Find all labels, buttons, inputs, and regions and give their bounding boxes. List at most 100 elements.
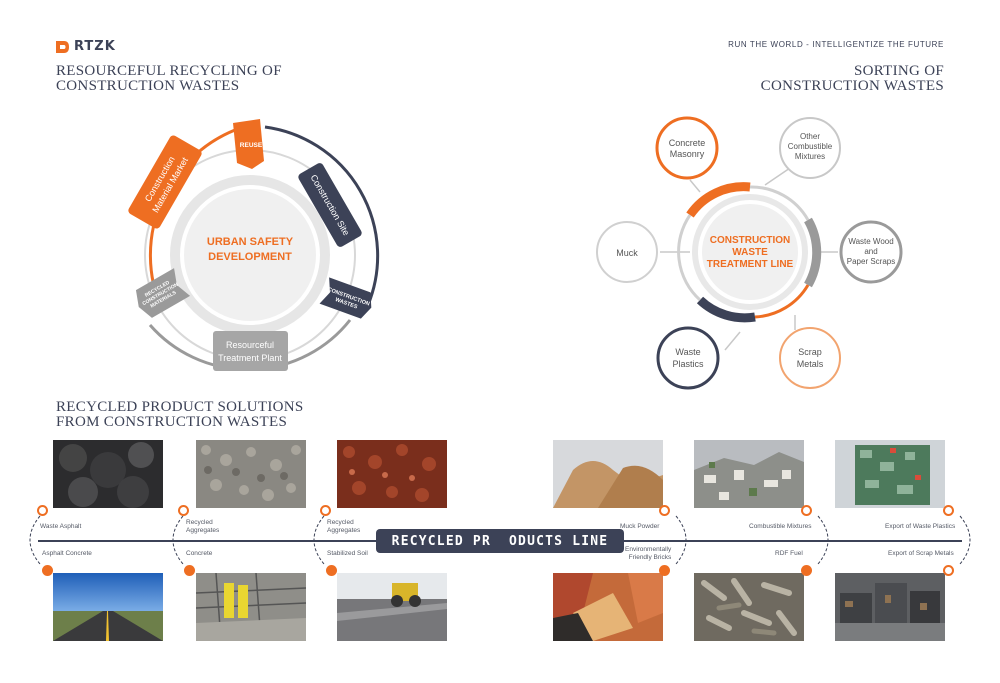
- combustible-line2: Combustible: [788, 142, 833, 151]
- label-bricks-line1: Environmentally: [625, 546, 672, 553]
- title-recycling-line2: CONSTRUCTION WASTES: [56, 78, 240, 94]
- sorting-diagram: CONSTRUCTION WASTE TREATMENT LINE Concre…: [596, 116, 903, 390]
- photo-bricks: [553, 573, 663, 641]
- label-export-plastics: Export of Waste Plastics: [885, 523, 956, 530]
- label-recycled-aggregates-2-line2: Aggregates: [327, 526, 361, 534]
- asphalt-road-image: [53, 573, 163, 641]
- recycled-arrow: RECYCLED CONSTRUCTION MATERIALS: [135, 268, 191, 318]
- recycling-cycle-diagram: URBAN SAFETY DEVELOPMENT Construction Ma…: [128, 119, 380, 371]
- concrete-line1: Concrete: [669, 138, 706, 148]
- dot-muck-powder: [659, 505, 670, 516]
- road-roller-image: [337, 573, 447, 641]
- cycle-arc-navy: [264, 125, 380, 306]
- photo-muck-powder: [553, 440, 663, 508]
- site-box-bg: [298, 163, 362, 247]
- sorting-center-line1: CONSTRUCTION: [710, 235, 791, 246]
- logo-icon: [56, 40, 69, 53]
- dot-waste-asphalt: [37, 505, 48, 516]
- wood-line1: Waste Wood: [848, 237, 893, 246]
- title-products-line1: RECYCLED PRODUCT SOLUTIONS: [56, 399, 304, 415]
- reuse-arrow: REUSE: [233, 119, 264, 169]
- ring-seg-orange-bottom: [754, 284, 810, 319]
- wood-line2: and: [864, 247, 877, 256]
- photo-concrete: [196, 573, 306, 641]
- ring-seg-navy: [696, 296, 756, 323]
- label-recycled-aggregates-1-line2: Aggregates: [186, 526, 220, 534]
- label-recycled-aggregates-1: Recycled Aggregates: [186, 519, 219, 534]
- cycle-center-line1: URBAN SAFETY: [207, 236, 294, 248]
- metals-line1: Scrap: [798, 347, 822, 357]
- label-bricks-line2: Friendly Bricks: [628, 553, 672, 561]
- label-combustible-mixtures: Combustible Mixtures: [749, 523, 812, 530]
- cycle-center-disc: [184, 189, 316, 321]
- plant-line1: Resourceful: [226, 340, 274, 350]
- label-concrete: Concrete: [186, 550, 213, 557]
- title-products-line2: FROM CONSTRUCTION WASTES: [56, 414, 288, 430]
- label-recycled-aggregates-2: Recycled Aggregates: [327, 519, 360, 534]
- sorting-center-disc: [702, 204, 798, 300]
- sorting-center-line3: TREATMENT LINE: [707, 259, 794, 270]
- combustible-line1: Other: [800, 132, 820, 141]
- cycle-center-line2: DEVELOPMENT: [208, 251, 292, 263]
- concrete-line2: Masonry: [670, 149, 705, 159]
- dot-recycled-aggregates-1: [178, 505, 189, 516]
- recycled-arrow-shape: [135, 268, 191, 318]
- label-bricks: Environmentally Friendly Bricks: [625, 546, 671, 561]
- title-products: RECYCLED PRODUCT SOLUTIONS FROM CONSTRUC…: [56, 400, 304, 430]
- label-asphalt-concrete: Asphalt Concrete: [42, 550, 92, 557]
- sorting-center-line2: WASTE: [732, 247, 768, 258]
- muck-label: Muck: [616, 248, 638, 258]
- node-scrap-metals: [779, 327, 841, 389]
- aggregates-gray-image: [196, 440, 306, 508]
- photo-scrap-metals: [835, 573, 945, 641]
- ring-seg-gray-top: [749, 185, 810, 221]
- ring-seg-gray-right: [804, 217, 822, 288]
- dot-combustible-mixtures: [801, 505, 812, 516]
- dot-stabilized-soil: [326, 565, 337, 576]
- market-box-bg: [128, 135, 202, 229]
- label-recycled-aggregates-1-line1: Recycled: [186, 519, 213, 526]
- title-recycling-line1: RESOURCEFUL RECYCLING OF: [56, 63, 282, 79]
- sorting-connectors: [660, 167, 838, 351]
- node-combustible: [779, 117, 841, 179]
- node-waste-wood: [839, 220, 903, 284]
- photo-combustible-mixtures: [694, 440, 804, 508]
- waste-plastics-image: [835, 440, 945, 508]
- metals-line2: Metals: [797, 359, 824, 369]
- photo-recycled-aggregates-2: [337, 440, 447, 508]
- plastics-line1: Waste: [675, 347, 700, 357]
- title-sorting: SORTING OF CONSTRUCTION WASTES: [761, 64, 944, 94]
- bricks-image: [553, 573, 663, 641]
- wastes-arrow-shape: [319, 277, 372, 319]
- concrete-pour-image: [196, 573, 306, 641]
- label-waste-asphalt: Waste Asphalt: [40, 523, 82, 530]
- node-waste-plastics: [656, 326, 720, 390]
- plant-box: Resourceful Treatment Plant: [213, 331, 288, 371]
- product-dashed-connectors: [29, 515, 971, 565]
- label-export-metals: Export of Scrap Metals: [888, 550, 954, 557]
- ring-seg-orange-top: [686, 182, 751, 218]
- label-muck-powder: Muck Powder: [620, 523, 660, 530]
- reuse-arrow-shape: [233, 119, 264, 169]
- label-recycled-aggregates-2-line1: Recycled: [327, 519, 354, 526]
- products-line-banner: RECYCLED PR ODUCTS LINE: [376, 529, 624, 553]
- dot-scrap-metals: [943, 565, 954, 576]
- reuse-label: REUSE: [240, 142, 263, 149]
- photo-recycled-aggregates-1: [196, 440, 306, 508]
- brand-logo: RTZK: [56, 39, 116, 54]
- dot-recycled-aggregates-2: [320, 505, 331, 516]
- dot-concrete: [184, 565, 195, 576]
- wastes-arrow: CONSTRUCTION WASTES: [319, 277, 372, 319]
- combustible-mixtures-image: [694, 440, 804, 508]
- combustible-line3: Mixtures: [795, 152, 825, 161]
- plant-box-bg: [213, 331, 288, 371]
- node-muck: [596, 221, 658, 283]
- dot-rdf-fuel: [801, 565, 812, 576]
- logo-text: RTZK: [74, 39, 116, 54]
- tagline: RUN THE WORLD - INTELLIGENTIZE THE FUTUR…: [728, 40, 944, 49]
- node-concrete-masonry: [655, 116, 719, 180]
- photo-asphalt-concrete: [53, 573, 163, 641]
- muck-powder-image: [553, 440, 663, 508]
- dot-asphalt-concrete: [42, 565, 53, 576]
- label-stabilized-soil: Stabilized Soil: [327, 550, 368, 557]
